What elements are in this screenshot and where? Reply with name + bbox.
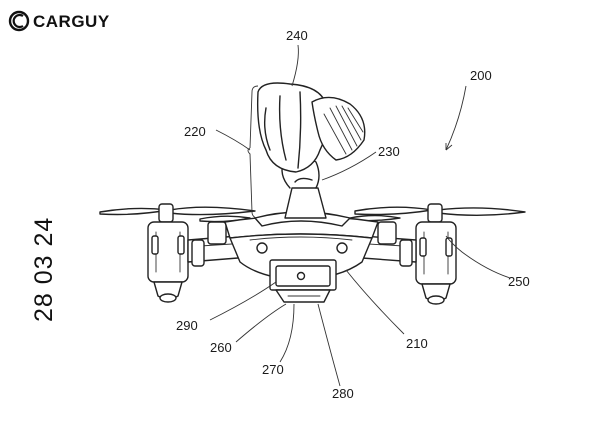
brand-name: CARGUY (33, 12, 110, 31)
label-260: 260 (210, 340, 232, 355)
label-230: 230 (378, 144, 400, 159)
right-propeller (354, 203, 526, 223)
date-stamp: 28 03 24 (30, 217, 58, 322)
drone-illustration (99, 82, 526, 305)
circle-c-icon (8, 10, 30, 32)
label-270: 270 (262, 362, 284, 377)
reference-labels: 240 220 230 200 250 210 290 260 270 280 (176, 28, 530, 401)
leader-lines (209, 44, 511, 387)
label-240: 240 (286, 28, 308, 43)
held-object (256, 82, 366, 173)
label-210: 210 (406, 336, 428, 351)
left-motor-pod (147, 221, 189, 303)
brand-logo: CARGUY (8, 10, 110, 32)
label-220: 220 (184, 124, 206, 139)
label-250: 250 (508, 274, 530, 289)
right-motor-pod (415, 221, 457, 305)
label-290: 290 (176, 318, 198, 333)
label-200: 200 (470, 68, 492, 83)
camera-module (269, 259, 337, 303)
left-propeller (99, 203, 256, 223)
label-280: 280 (332, 386, 354, 401)
